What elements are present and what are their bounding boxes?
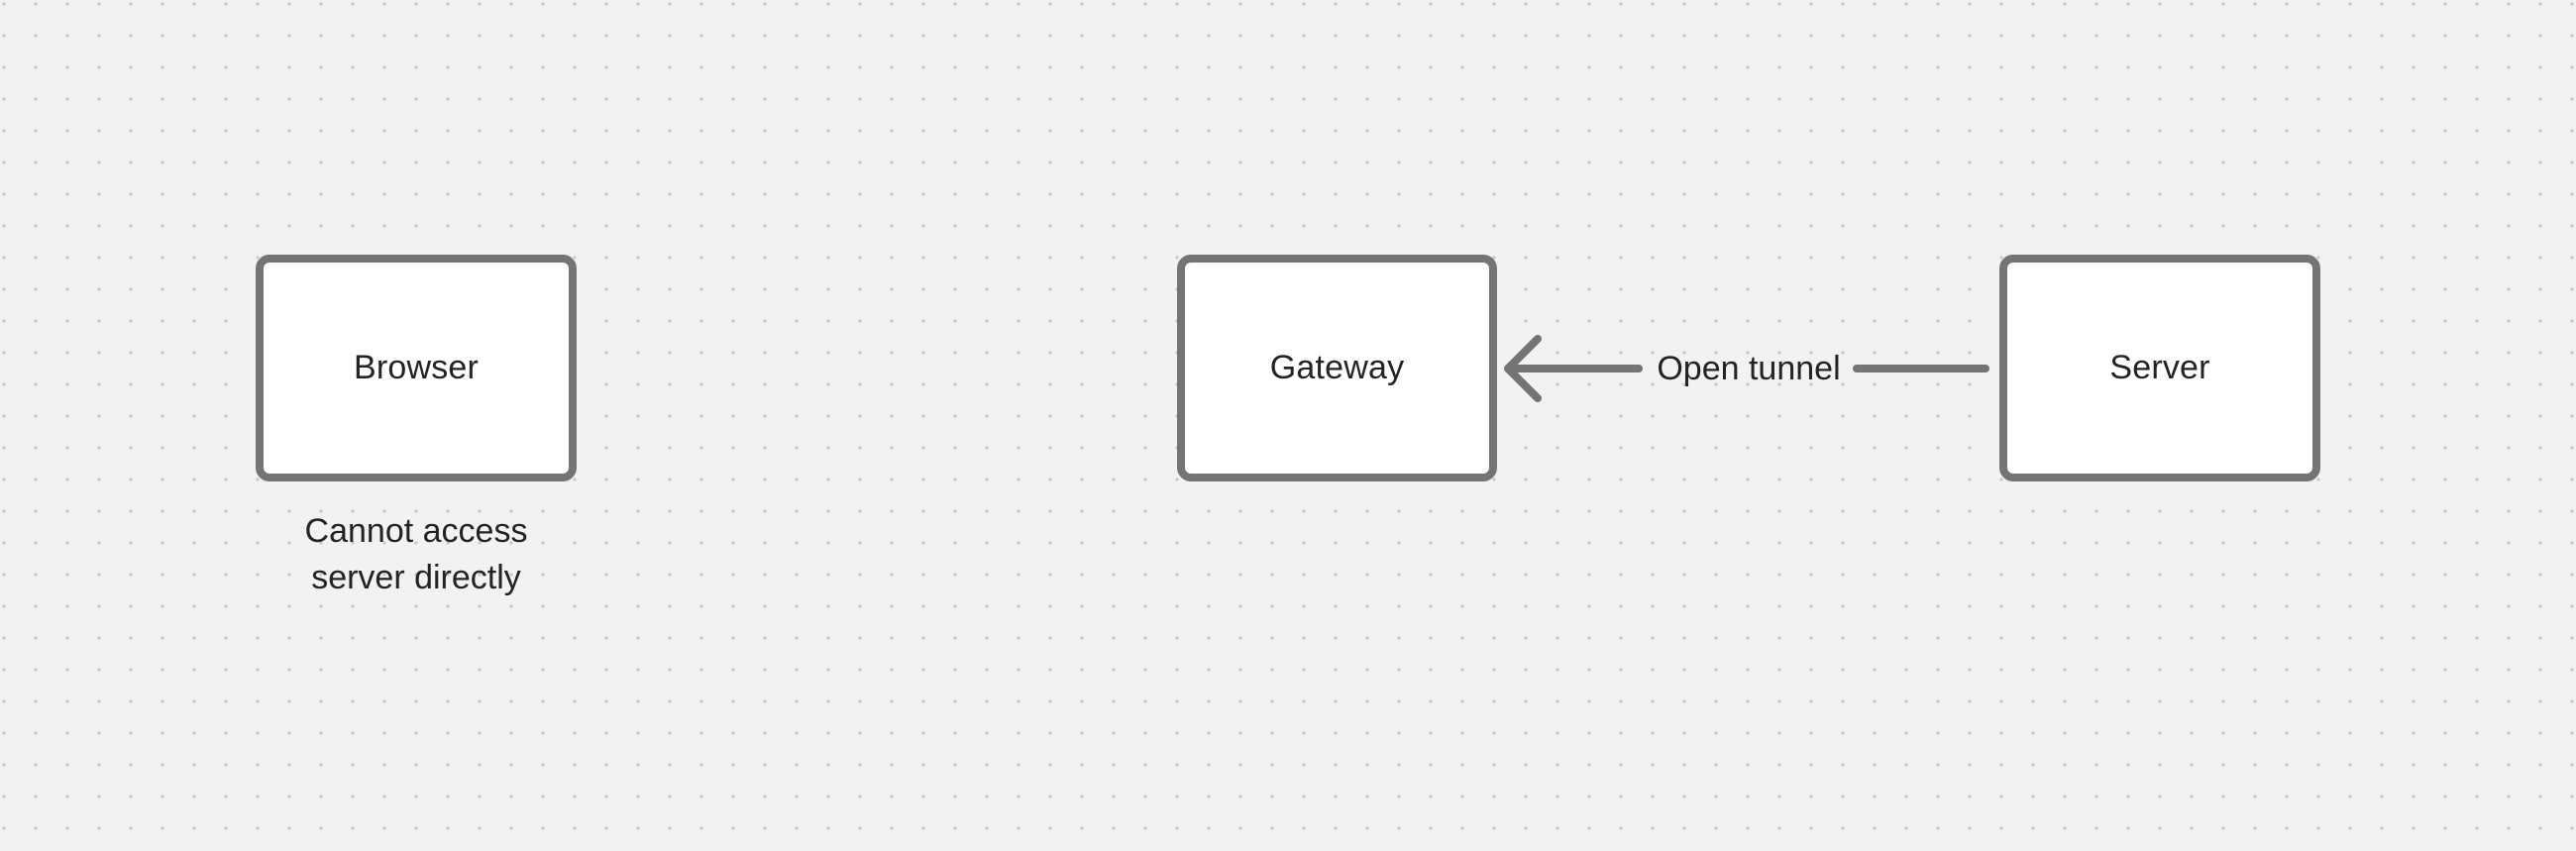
node-browser[interactable]: Browser bbox=[256, 255, 577, 481]
node-gateway-label: Gateway bbox=[1269, 349, 1405, 386]
browser-note[interactable]: Cannot access server directly bbox=[218, 508, 614, 601]
browser-note-line1: Cannot access bbox=[304, 512, 528, 550]
node-server-label: Server bbox=[2109, 349, 2210, 386]
node-browser-label: Browser bbox=[353, 349, 480, 386]
node-gateway[interactable]: Gateway bbox=[1177, 255, 1497, 481]
node-server[interactable]: Server bbox=[1999, 255, 2320, 481]
open-tunnel-label[interactable]: Open tunnel bbox=[1657, 350, 1841, 387]
browser-note-line2: server directly bbox=[311, 559, 521, 596]
